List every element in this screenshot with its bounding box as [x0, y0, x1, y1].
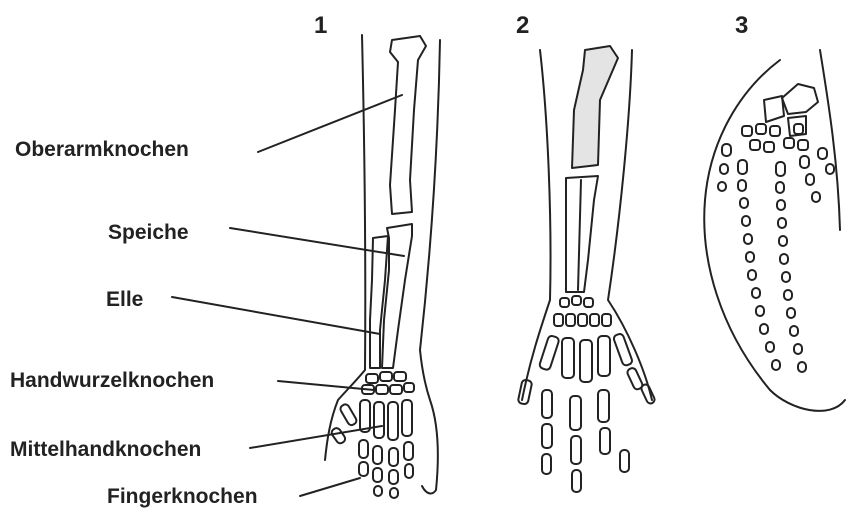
limb-number-3: 3 — [735, 14, 748, 38]
leader-mittelhand — [250, 426, 382, 448]
limb-number-2: 2 — [516, 14, 529, 38]
radius-bone-2 — [566, 176, 598, 292]
label-speiche: Speiche — [108, 222, 189, 243]
leader-finger — [300, 478, 360, 496]
label-handwurzelknochen: Handwurzelknochen — [10, 370, 214, 391]
limb-1-human-arm — [325, 35, 440, 498]
leader-speiche — [230, 228, 404, 256]
humerus-bone-2 — [572, 46, 618, 168]
phalanx-rows-3 — [718, 124, 834, 372]
leader-oberarm — [258, 95, 402, 152]
leader-lines — [172, 95, 404, 496]
carpal-bones — [362, 372, 414, 394]
label-elle: Elle — [106, 289, 143, 310]
carpal-bones-3 — [742, 124, 808, 152]
humerus-bone-3 — [782, 84, 818, 114]
leader-handwurzel — [278, 381, 374, 390]
humerus-bone — [390, 36, 426, 214]
label-mittelhandknochen: Mittelhandknochen — [10, 439, 201, 460]
limb-number-1: 1 — [314, 14, 327, 38]
metacarpal-bones-2 — [539, 333, 633, 382]
label-oberarmknochen: Oberarmknochen — [15, 139, 189, 160]
carpal-bones-2 — [554, 296, 611, 326]
limb-3-flipper — [704, 50, 845, 411]
finger-bones-2 — [518, 367, 656, 492]
leader-elle — [172, 297, 380, 334]
metacarpal-bones — [339, 400, 412, 440]
limb-3-outline — [704, 50, 845, 411]
limb-2-animal-limb — [518, 46, 656, 492]
finger-bones — [330, 427, 413, 498]
label-fingerknochen: Fingerknochen — [107, 486, 258, 507]
